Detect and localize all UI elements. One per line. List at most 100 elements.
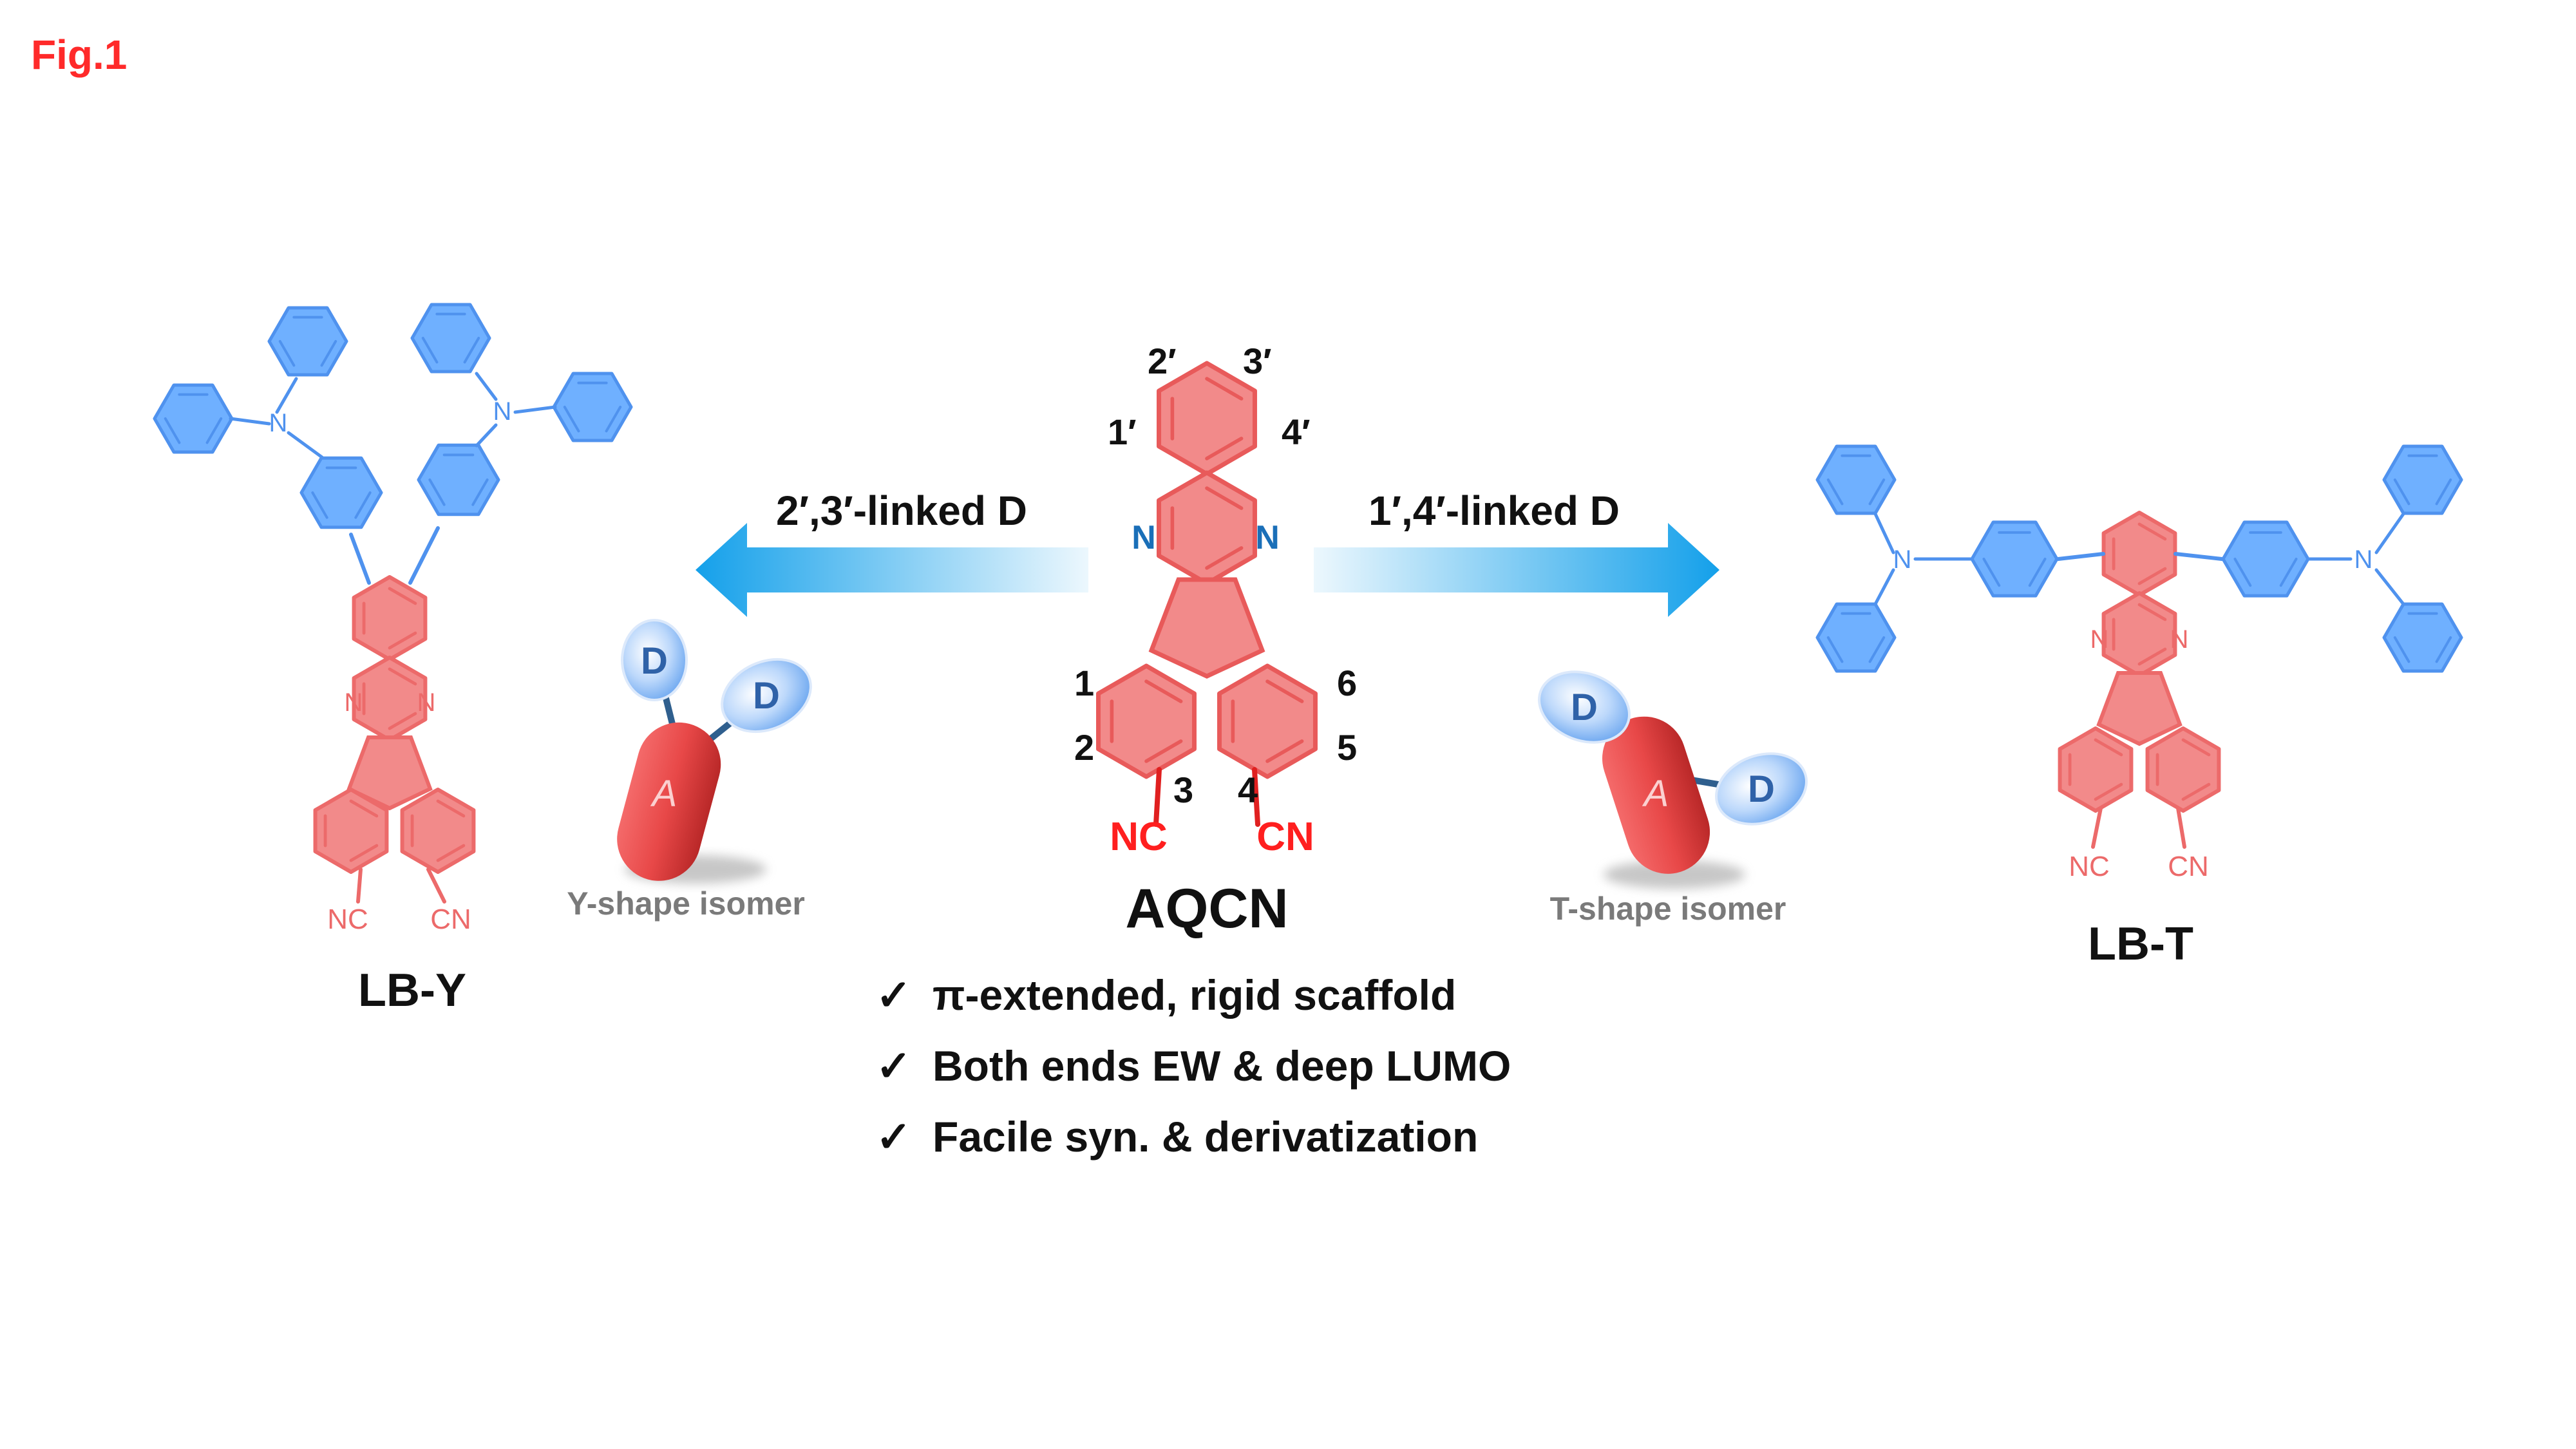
aqcn-ring-naph-left-double-bond <box>1144 679 1183 703</box>
lb-y-link-right <box>408 526 440 585</box>
figure-label: Fig.1 <box>31 32 128 78</box>
y-shape-isomer: A D D Y-shape isomer <box>567 619 812 922</box>
y-acceptor-pill <box>617 722 721 881</box>
feature-text-1: π-extended, rigid scaffold <box>933 971 1457 1019</box>
lb-y-ring-naph-left-double-bond <box>349 844 379 862</box>
lb-y-nitrogen-left: N <box>345 688 363 717</box>
lb-y-ring-five <box>346 735 433 811</box>
lb-t-nitrogen-left: N <box>2090 625 2109 654</box>
t-shape-isomer: A D D T-shape isomer <box>1538 670 1808 927</box>
lb-y-phenyl-left-top-double-bond <box>320 340 337 367</box>
lb-y-ring-top-double-bond <box>388 587 417 605</box>
aqcn-cn-group: CN <box>1256 815 1314 859</box>
aqcn-ring-naph-left-double-bond <box>1144 739 1183 763</box>
lb-t-phenyl-right-bottom-double-bond <box>2393 636 2410 663</box>
lb-t-phenyl-right-top-double-bond <box>2435 478 2452 506</box>
y-acceptor-letter: A <box>650 773 677 815</box>
lb-t-nc-bond <box>2091 806 2103 849</box>
lb-y-n-ph3 <box>475 372 498 401</box>
lb-t-ring-naph-right-double-bond <box>2181 738 2211 757</box>
lb-t-n-ph3 <box>2374 512 2405 554</box>
y-donor-letter-2: D <box>753 675 780 717</box>
lb-t-phenyl-right-bottom-double-bond <box>2435 636 2452 663</box>
lb-t-ring-pyrazine-double-bond <box>2137 603 2167 621</box>
lb-y-n-ph2 <box>275 377 298 414</box>
lb-y-phenyl-left-double-bond <box>311 491 328 519</box>
lb-y-phenyl-right-double-bond <box>428 478 446 506</box>
lb-t-phenyl-right-top-double-bond <box>2393 478 2410 506</box>
lb-y-phenyl-left-outer-double-bond <box>164 417 181 444</box>
lb-y-n-ph1 <box>229 417 271 426</box>
position-4prime: 4′ <box>1282 412 1311 452</box>
lb-y-phenyl-left-double-bond <box>354 491 372 519</box>
check-icon: ✓ <box>876 1042 912 1090</box>
lb-y-ring-top-double-bond <box>388 631 417 650</box>
lb-t-n-ph2 <box>1873 568 1895 606</box>
t-donor-letter-1: D <box>1571 687 1598 728</box>
lb-t-n-ph4 <box>2374 568 2405 606</box>
lb-t-nc-group: NC <box>2069 851 2110 882</box>
lb-y-title: LB-Y <box>358 965 466 1016</box>
lb-t-phenyl-left-bottom-double-bond <box>1826 636 1844 663</box>
lb-t-cn-group: CN <box>2168 851 2209 882</box>
lb-y-n-bond-right <box>475 423 498 448</box>
lb-y-nitrogen-right: N <box>417 688 436 717</box>
lb-y-ring-naph-right-double-bond <box>436 799 466 818</box>
feature-item-3: ✓ Facile syn. & derivatization <box>876 1101 1511 1172</box>
aqcn-nitrogen-right: N <box>1255 519 1280 556</box>
feature-text-2: Both ends EW & deep LUMO <box>933 1042 1511 1090</box>
lb-y-cn-bond <box>426 867 446 904</box>
lb-y-phenyl-right-top-double-bond <box>421 337 439 364</box>
check-icon: ✓ <box>876 971 912 1019</box>
lb-y-link-left <box>349 533 371 585</box>
lb-t-link-right <box>2174 552 2224 561</box>
position-2prime: 2′ <box>1148 341 1177 381</box>
lb-t-phenyl-left-double-bond <box>2028 558 2047 587</box>
lb-y-ring-naph-right-double-bond <box>436 844 466 862</box>
lb-t-phenyl-right-double-bond <box>2233 558 2252 587</box>
check-icon: ✓ <box>876 1113 912 1160</box>
left-arrow-shape <box>696 523 1088 617</box>
lb-t-phenyl-right-double-bond <box>2279 558 2298 587</box>
lb-t-amine-left: N <box>1893 545 1912 574</box>
lb-t-ring-top-double-bond <box>2137 567 2167 585</box>
aqcn-ring-naph-right-double-bond <box>1265 679 1304 703</box>
lb-y-nc-bond <box>356 867 363 904</box>
lb-y-phenyl-right-outer-double-bond <box>563 406 580 433</box>
lb-y-n-ph4 <box>513 405 557 414</box>
feature-item-2: ✓ Both ends EW & deep LUMO <box>876 1030 1511 1101</box>
aqcn-molecule <box>1096 361 1318 827</box>
lb-t-ring-naph-right-double-bond <box>2181 782 2211 801</box>
lb-t-link-left <box>2056 552 2105 561</box>
t-acceptor-pill <box>1602 716 1710 874</box>
aqcn-nc-bond <box>1153 767 1162 827</box>
y-donor-letter-1: D <box>641 640 668 682</box>
feature-text-3: Facile syn. & derivatization <box>933 1113 1479 1160</box>
aqcn-ring-pyrazine-double-bond <box>1205 486 1244 510</box>
position-3prime: 3′ <box>1243 341 1272 381</box>
aqcn-nitrogen-left: N <box>1132 519 1156 556</box>
lb-y-phenyl-right-top-double-bond <box>463 337 480 364</box>
feature-item-1: ✓ π-extended, rigid scaffold <box>876 960 1511 1030</box>
t-shadow <box>1604 860 1745 889</box>
lb-y-ring-pyrazine-double-bond <box>388 712 417 730</box>
lb-y-cn-group: CN <box>430 904 471 935</box>
lb-t-nitrogen-right: N <box>2170 625 2189 654</box>
lb-y-amine-left: N <box>269 409 288 437</box>
lb-y-nc-group: NC <box>327 904 368 935</box>
lb-t-n-ph1 <box>1873 512 1895 554</box>
t-donor-blob-1 <box>1538 670 1631 744</box>
lb-y-amine-right: N <box>493 397 512 426</box>
lb-y-n-bond-left <box>287 431 324 459</box>
lb-t-ring-naph-left-double-bond <box>2094 782 2123 801</box>
aqcn-ring-pyrazine-double-bond <box>1205 546 1244 570</box>
aqcn-ring-top-double-bond <box>1205 437 1244 460</box>
position-3: 3 <box>1173 770 1193 810</box>
lb-t-title: LB-T <box>2088 918 2193 970</box>
lb-y-ring-pyrazine-double-bond <box>388 667 417 686</box>
feature-list: ✓ π-extended, rigid scaffold ✓ Both ends E… <box>876 960 1511 1172</box>
lb-y-phenyl-right-outer-double-bond <box>605 406 622 433</box>
t-acceptor-letter: A <box>1642 773 1669 815</box>
t-donor-blob-2 <box>1715 752 1808 826</box>
